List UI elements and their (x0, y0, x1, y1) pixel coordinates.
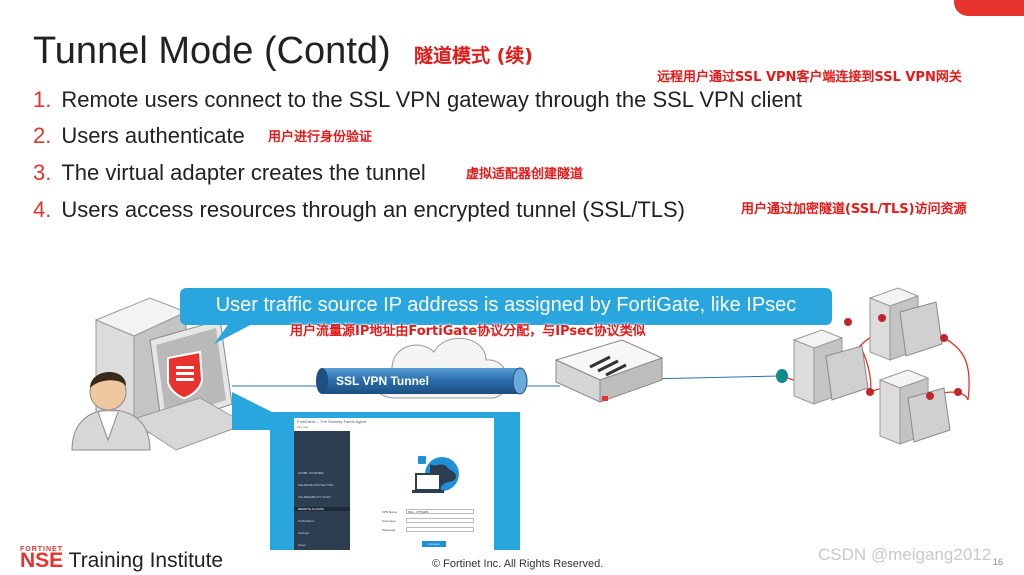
copyright-text: © Fortinet Inc. All Rights Reserved. (432, 558, 603, 570)
sidebar-item[interactable]: SAMBL SCANNER (298, 471, 324, 475)
forticlient-window: FortiClient -- The Security Fabric Agent… (294, 418, 494, 550)
sidebar-item-remote-access[interactable]: REMOTE ACCESS (294, 507, 350, 511)
sidebar-item[interactable]: Notifications (298, 519, 314, 523)
sidebar-item[interactable]: VULNERABILITY SCAN (298, 495, 330, 499)
field-label: Password (382, 528, 395, 532)
screen-callout-pointer (232, 392, 272, 430)
callout-cn-annotation: 用户流量源IP地址由FortiGate协议分配，与IPsec协议类似 (290, 320, 646, 339)
vpn-name-select[interactable]: SSL - OTTAWA (406, 509, 474, 514)
csdn-watermark: CSDN @meigang2012 (818, 545, 991, 565)
remote-access-globe-icon (406, 450, 466, 502)
connect-button[interactable]: Connect (422, 541, 446, 547)
tunnel-label: SSL VPN Tunnel (336, 374, 536, 388)
sidebar-item[interactable]: Settings (298, 531, 309, 535)
app-sidebar: SAMBL SCANNER MALWARE PROTECTION VULNERA… (294, 431, 350, 550)
sidebar-item[interactable]: About (298, 543, 306, 547)
nse-training-logo: NSE Training Institute (20, 549, 223, 573)
sidebar-item[interactable]: MALWARE PROTECTION (298, 483, 333, 487)
page-number: 16 (993, 557, 1003, 567)
password-field[interactable] (406, 527, 474, 532)
window-title: FortiClient -- The Security Fabric Agent (297, 419, 366, 424)
username-field[interactable] (406, 518, 474, 523)
field-label: Username (382, 519, 396, 523)
gateway-link-node (776, 369, 788, 383)
window-menu: File Help (297, 425, 309, 429)
brand-rest: Training Institute (63, 549, 223, 572)
brand-nse: NSE (20, 549, 63, 572)
field-label: VPN Name (382, 510, 397, 514)
callout-text: User traffic source IP address is assign… (180, 294, 832, 317)
fortigate-appliance-icon (556, 340, 662, 402)
